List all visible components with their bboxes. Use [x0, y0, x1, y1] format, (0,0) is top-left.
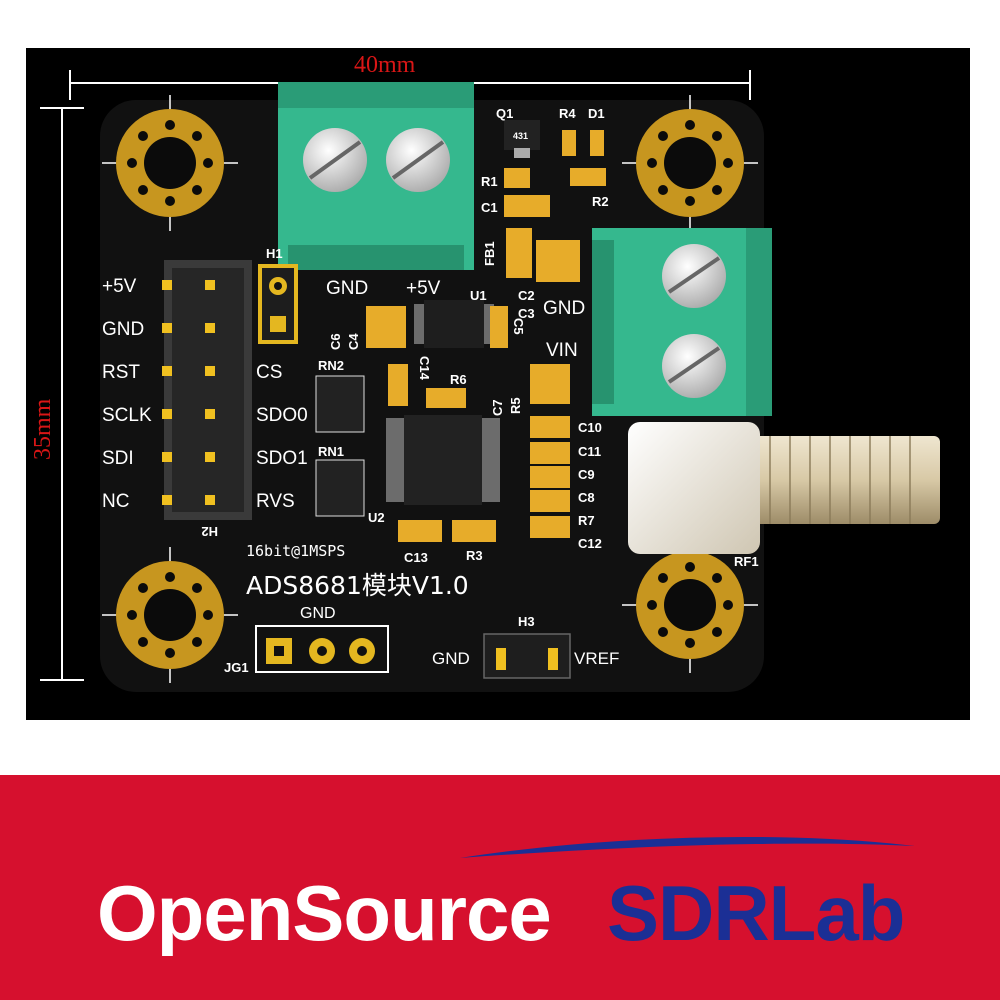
height-dimension	[40, 107, 84, 681]
terminal-top-5v-label: +5V	[406, 278, 441, 299]
brand-banner	[0, 775, 1000, 1000]
jumper-h3	[483, 633, 571, 679]
jg1-label: JG1	[224, 660, 249, 675]
main-adc-chip	[386, 415, 500, 505]
c10-label: C10	[578, 420, 602, 435]
h3-vref-label: VREF	[574, 649, 619, 668]
pin-label-sdo1: SDO1	[256, 448, 308, 469]
header-right-pin-labels: CS SDO0 SDO1 RVS	[256, 362, 308, 512]
c7-label: C7	[490, 399, 505, 416]
c8-label: C8	[578, 490, 595, 505]
rn2-label: RN2	[318, 358, 344, 373]
pin-label-gnd: GND	[102, 319, 144, 340]
c14-label: C14	[417, 356, 432, 381]
c11-label: C11	[578, 444, 601, 459]
header-left-pin-labels: +5V GND RST SCLK SDI NC	[102, 276, 152, 512]
c13-label: C13	[404, 550, 428, 565]
jg1-gnd-label: GND	[300, 605, 336, 622]
pin-label-sdi: SDI	[102, 448, 134, 469]
r6-label: R6	[450, 372, 467, 387]
c4-label: C4	[346, 333, 361, 350]
terminal-right-gnd-label: GND	[543, 298, 585, 319]
jumper-jg1	[255, 625, 389, 673]
smd-passives	[366, 130, 606, 542]
h2-label: H2	[201, 524, 218, 539]
r7-label: R7	[578, 513, 595, 528]
header-h1	[258, 264, 298, 344]
c9-label: C9	[578, 467, 595, 482]
pin-label-sclk: SCLK	[102, 405, 152, 426]
q1-label: Q1	[496, 106, 513, 121]
pin-label-rvs: RVS	[256, 491, 295, 512]
component-designators: Q1 R4 D1 R1 R2 C1 FB1 C2 C3 U1 C6 C4 C5 …	[318, 106, 609, 565]
rf1-label: RF1	[734, 554, 759, 569]
c6-label: C6	[328, 333, 343, 350]
resistor-networks	[315, 375, 365, 517]
pin-label-nc: NC	[102, 491, 129, 512]
u2-label: U2	[368, 510, 385, 525]
spec-text: 16bit@1MSPS	[246, 542, 345, 560]
c2-label: C2	[518, 288, 535, 303]
terminal-top-gnd-label: GND	[326, 278, 368, 299]
transistor-q1	[504, 120, 540, 158]
h1-label: H1	[266, 246, 283, 261]
c5-label: C5	[511, 318, 526, 335]
terminal-block-top	[278, 82, 474, 270]
r2-label: R2	[592, 194, 609, 209]
width-label: 40mm	[354, 52, 416, 78]
pin-label-rst: RST	[102, 362, 140, 383]
brand-sdrlab: SDRLab	[607, 869, 905, 957]
h3-label: H3	[518, 614, 535, 629]
r4-label: R4	[559, 106, 576, 121]
c12-label: C12	[578, 536, 602, 551]
sma-connector	[628, 422, 940, 554]
height-label: 35mm	[30, 398, 56, 460]
pin-label-5v: +5V	[102, 276, 137, 297]
r3-label: R3	[466, 548, 483, 563]
q1-chip-text: 431	[513, 131, 528, 141]
pin-header-h2	[162, 260, 252, 520]
regulator-u1	[414, 300, 494, 348]
terminal-right-vin-label: VIN	[546, 340, 578, 361]
brand-opensource: OpenSource	[97, 869, 552, 957]
r1-label: R1	[481, 174, 498, 189]
mounting-holes	[102, 95, 758, 683]
h3-gnd-label: GND	[432, 649, 470, 668]
r5-label: R5	[508, 397, 523, 414]
board-title: ADS8681模块V1.0	[246, 571, 469, 600]
pin-label-cs: CS	[256, 362, 282, 383]
terminal-block-right	[592, 228, 772, 416]
c1-label: C1	[481, 200, 498, 215]
c3-label: C3	[518, 306, 535, 321]
d1-label: D1	[588, 106, 605, 121]
u1-label: U1	[470, 288, 487, 303]
brand-swoosh	[460, 836, 915, 858]
rn1-label: RN1	[318, 444, 344, 459]
fb1-label: FB1	[482, 241, 497, 266]
pin-label-sdo0: SDO0	[256, 405, 308, 426]
